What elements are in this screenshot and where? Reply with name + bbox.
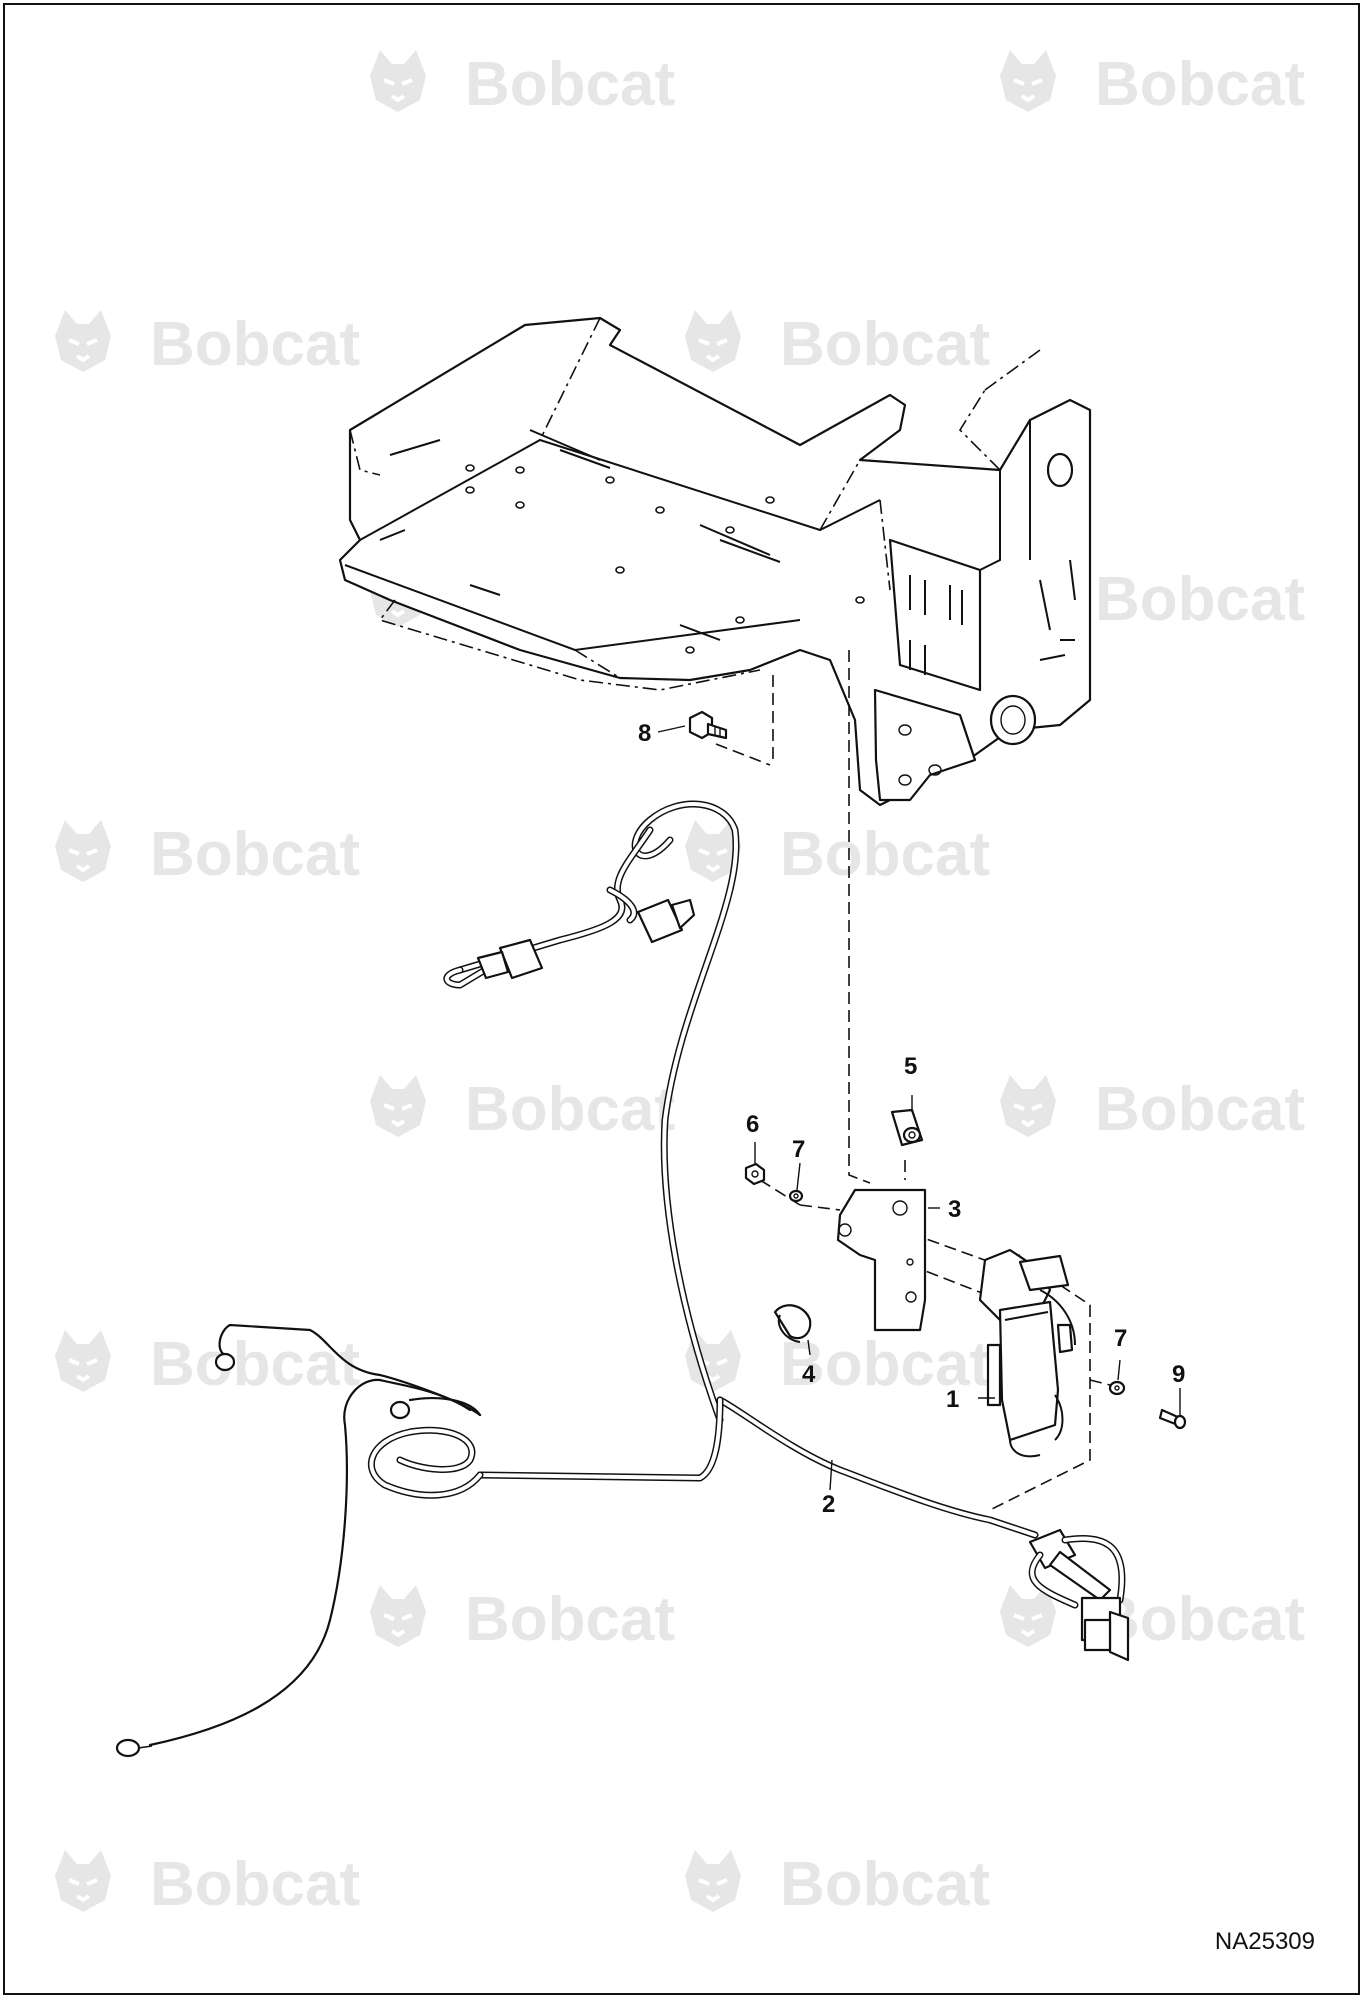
nut-6-drawing [744, 1162, 766, 1186]
strap-4-drawing [773, 1304, 812, 1343]
clip-nut-5-drawing [890, 1108, 924, 1147]
watermark-1: Bobcat [998, 48, 1305, 119]
callout-2: 2 [822, 1491, 835, 1518]
watermark-10: Bobcat [53, 1328, 360, 1399]
callout-leaders [657, 725, 1181, 1491]
bracket-plate-3-drawing [836, 1188, 927, 1332]
watermark-text: Bobcat [465, 1075, 675, 1144]
watermark-15: Bobcat [683, 1848, 990, 1919]
bobcat-logo-icon [53, 308, 113, 374]
washer-7b-drawing [1108, 1380, 1126, 1396]
wiring-harness-drawing [115, 800, 1130, 1758]
bobcat-logo-icon [53, 1328, 113, 1394]
watermark-12: Bobcat [368, 1583, 675, 1654]
watermark-text: Bobcat [150, 1330, 360, 1399]
diagram-frame [3, 3, 1360, 1995]
callout-7-upper: 7 [792, 1136, 805, 1163]
watermark-text: Bobcat [465, 50, 675, 119]
bolt-8-drawing [688, 710, 728, 740]
watermark-text: Bobcat [1095, 1075, 1305, 1144]
watermark-text: Bobcat [780, 1330, 990, 1399]
bobcat-logo-icon [53, 1848, 113, 1914]
watermark-text: Bobcat [150, 310, 360, 379]
bobcat-logo-icon [998, 48, 1058, 114]
bobcat-logo-icon [683, 1848, 743, 1914]
bobcat-logo-icon [53, 818, 113, 884]
watermark-3: Bobcat [683, 308, 990, 379]
callout-3: 3 [948, 1196, 961, 1223]
drawing-reference-number: NA25309 [1214, 1928, 1315, 1955]
bobcat-logo-icon [368, 48, 428, 114]
watermark-5: Bobcat [998, 563, 1305, 634]
watermark-text: Bobcat [1095, 565, 1305, 634]
watermark-9: Bobcat [998, 1073, 1305, 1144]
callout-7-lower: 7 [1114, 1325, 1127, 1352]
watermark-text: Bobcat [780, 310, 990, 379]
watermark-text: Bobcat [150, 1850, 360, 1919]
watermark-8: Bobcat [368, 1073, 675, 1144]
screw-9-drawing [1158, 1408, 1187, 1430]
callout-1: 1 [946, 1386, 959, 1413]
watermark-11: Bobcat [683, 1328, 990, 1399]
watermark-text: Bobcat [465, 1585, 675, 1654]
watermark-14: Bobcat [53, 1848, 360, 1919]
bobcat-logo-icon [998, 1073, 1058, 1139]
washer-7-drawing [788, 1189, 804, 1203]
watermark-text: Bobcat [1095, 50, 1305, 119]
watermark-13: Bobcat [998, 1583, 1305, 1654]
callout-6: 6 [746, 1111, 759, 1138]
mounting-frame-drawing [338, 316, 1092, 807]
bobcat-logo-icon [368, 1073, 428, 1139]
bobcat-logo-icon [683, 308, 743, 374]
callout-8: 8 [638, 720, 651, 747]
callout-4: 4 [802, 1361, 816, 1388]
callout-9: 9 [1172, 1361, 1185, 1388]
bobcat-logo-icon [368, 1583, 428, 1649]
watermark-text: Bobcat [780, 820, 990, 889]
watermark-6: Bobcat [53, 818, 360, 889]
module-1-drawing [978, 1248, 1076, 1458]
watermark-0: Bobcat [368, 48, 675, 119]
watermark-text: Bobcat [150, 820, 360, 889]
watermark-7: Bobcat [683, 818, 990, 889]
watermark-text: Bobcat [780, 1850, 990, 1919]
callout-5: 5 [904, 1053, 917, 1080]
watermark-2: Bobcat [53, 308, 360, 379]
watermark-text: Bobcat [1095, 1585, 1305, 1654]
